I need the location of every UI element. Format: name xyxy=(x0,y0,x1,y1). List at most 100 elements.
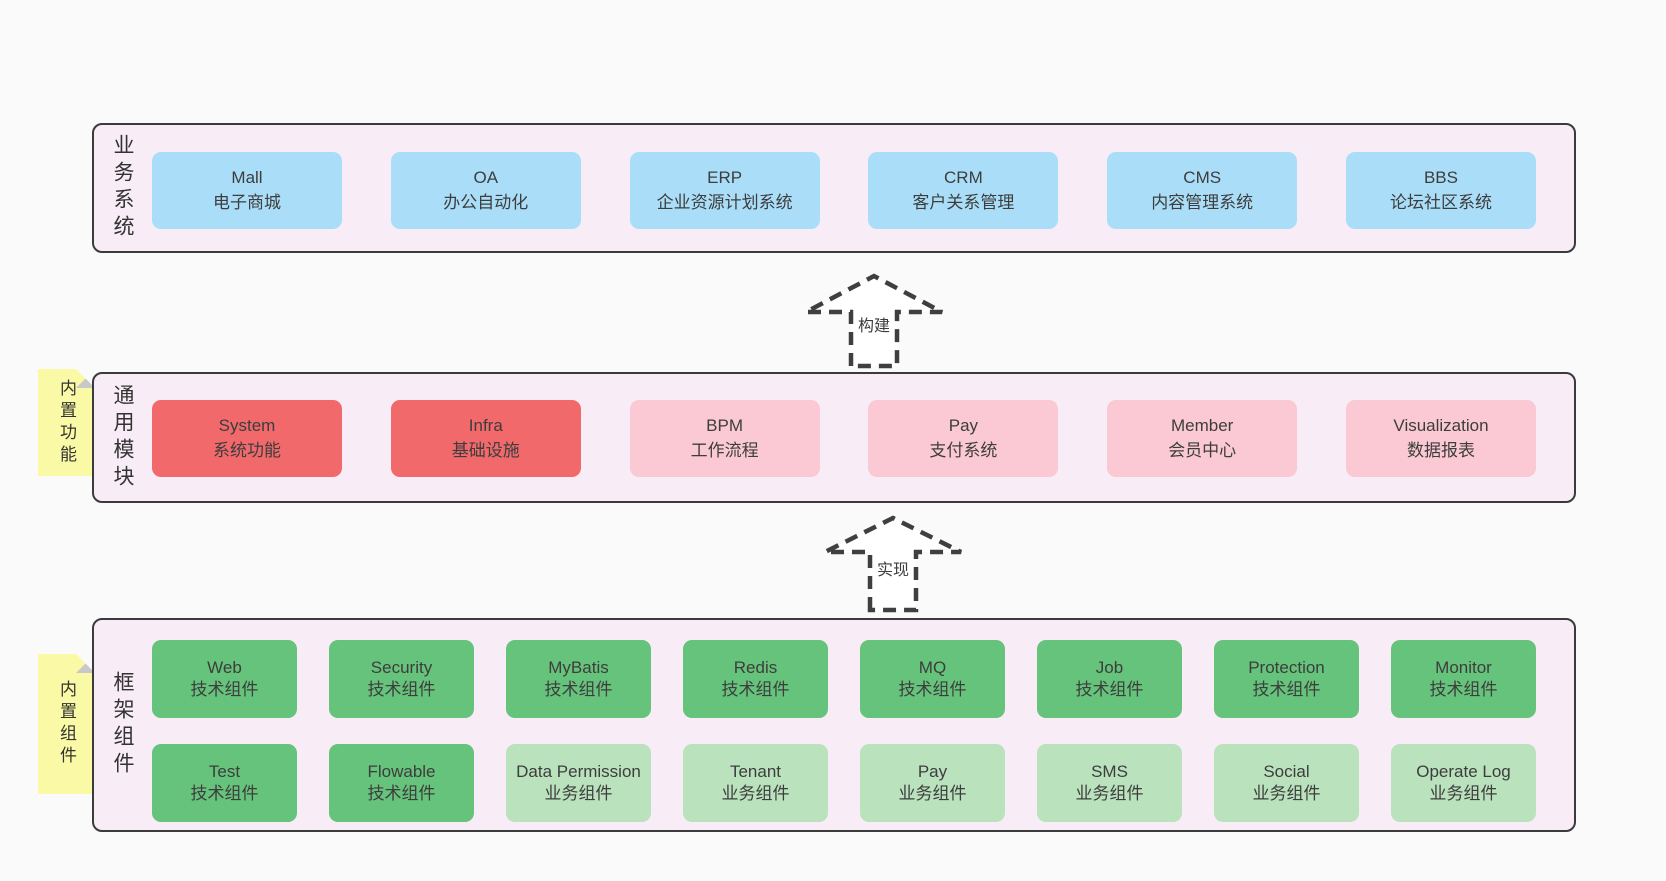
box-title: Member xyxy=(1171,415,1234,435)
box-infra: Infra 基础设施 xyxy=(390,400,581,477)
box-subtitle: 业务组件 xyxy=(544,784,613,803)
build-arrow-icon xyxy=(804,273,944,369)
box-mybatis: MyBatis 技术组件 xyxy=(506,640,651,718)
box-title: Flowable xyxy=(367,761,436,781)
box-title: BBS xyxy=(1423,167,1458,187)
box-title: Redis xyxy=(733,657,778,677)
layer-label: 框架组件 xyxy=(111,671,134,779)
box-subtitle: 会员中心 xyxy=(1168,440,1237,460)
box-title: CMS xyxy=(1183,167,1222,187)
box-title: Monitor xyxy=(1435,657,1492,677)
box-subtitle: 系统功能 xyxy=(213,440,281,460)
box-crm: CRM 客户关系管理 xyxy=(868,152,1059,229)
business-box-row: Mall 电子商城 OA 办公自动化 ERP 企业资源计划系统 CRM 客户关系… xyxy=(152,152,1536,229)
box-subtitle: 技术组件 xyxy=(898,680,967,699)
box-subtitle: 工作流程 xyxy=(690,440,759,460)
box-title: Pay xyxy=(948,415,979,435)
box-subtitle: 客户关系管理 xyxy=(912,192,1015,212)
box-subtitle: 业务组件 xyxy=(1075,784,1144,803)
box-mall: Mall 电子商城 xyxy=(152,152,342,229)
components-box-row-1: Web 技术组件 Security 技术组件 MyBatis 技术组件 Redi… xyxy=(152,640,1536,718)
box-title: System xyxy=(218,415,276,435)
box-protection: Protection 技术组件 xyxy=(1214,640,1359,718)
sticky-note-builtin-functions: 内置功能 xyxy=(38,369,95,476)
box-pay-module: Pay 支付系统 xyxy=(868,400,1059,477)
layer-common-modules: 通用模块 System 系统功能 Infra 基础设施 BPM 工作流程 Pay… xyxy=(92,372,1576,503)
box-system: System 系统功能 xyxy=(152,400,342,477)
box-member: Member 会员中心 xyxy=(1107,400,1298,477)
box-title: Mall xyxy=(231,167,263,187)
components-box-row-2: Test 技术组件 Flowable 技术组件 Data Permission … xyxy=(152,744,1536,822)
box-title: SMS xyxy=(1091,761,1128,781)
box-oa: OA 办公自动化 xyxy=(390,152,581,229)
box-subtitle: 支付系统 xyxy=(929,440,998,460)
box-title: Data Permission xyxy=(516,761,641,781)
box-mq: MQ 技术组件 xyxy=(860,640,1005,718)
box-title: Pay xyxy=(917,761,948,781)
box-title: Infra xyxy=(468,415,503,435)
box-data-permission: Data Permission 业务组件 xyxy=(506,744,651,822)
box-subtitle: 基础设施 xyxy=(451,440,520,460)
box-subtitle: 企业资源计划系统 xyxy=(656,192,793,212)
box-operate-log: Operate Log 业务组件 xyxy=(1391,744,1536,822)
implement-arrow-label: 实现 xyxy=(876,562,909,579)
implement-arrow-icon xyxy=(823,515,963,613)
box-title: OA xyxy=(473,167,499,187)
box-subtitle: 技术组件 xyxy=(367,784,436,803)
box-subtitle: 技术组件 xyxy=(544,680,613,699)
layer-label: 业务系统 xyxy=(111,134,134,242)
box-title: Operate Log xyxy=(1416,761,1511,781)
box-title: Test xyxy=(208,761,241,781)
layer-framework-components: 框架组件 Web 技术组件 Security 技术组件 MyBatis 技术组件… xyxy=(92,618,1576,832)
box-title: Job xyxy=(1095,657,1124,677)
box-bpm: BPM 工作流程 xyxy=(629,400,820,477)
box-subtitle: 技术组件 xyxy=(190,784,259,803)
box-subtitle: 论坛社区系统 xyxy=(1389,192,1492,212)
box-subtitle: 技术组件 xyxy=(367,680,436,699)
box-erp: ERP 企业资源计划系统 xyxy=(629,152,820,229)
box-title: Tenant xyxy=(729,761,782,781)
box-title: ERP xyxy=(707,167,743,187)
box-redis: Redis 技术组件 xyxy=(683,640,828,718)
box-subtitle: 电子商城 xyxy=(213,192,281,212)
box-title: Social xyxy=(1263,761,1310,781)
box-visualization: Visualization 数据报表 xyxy=(1345,400,1536,477)
box-subtitle: 内容管理系统 xyxy=(1151,192,1254,212)
box-title: Protection xyxy=(1248,657,1325,677)
box-subtitle: 技术组件 xyxy=(721,680,790,699)
box-subtitle: 业务组件 xyxy=(1252,784,1321,803)
sticky-note-label: 内置功能 xyxy=(57,378,76,467)
box-subtitle: 技术组件 xyxy=(1075,680,1144,699)
box-subtitle: 业务组件 xyxy=(1429,784,1498,803)
sticky-note-builtin-components: 内置组件 xyxy=(38,654,95,794)
box-subtitle: 技术组件 xyxy=(1252,680,1321,699)
box-subtitle: 业务组件 xyxy=(898,784,967,803)
box-tenant: Tenant 业务组件 xyxy=(683,744,828,822)
build-arrow-label: 构建 xyxy=(857,318,890,335)
box-subtitle: 技术组件 xyxy=(1429,680,1498,699)
box-security: Security 技术组件 xyxy=(329,640,474,718)
box-bbs: BBS 论坛社区系统 xyxy=(1345,152,1536,229)
box-title: Web xyxy=(207,657,242,677)
box-title: MyBatis xyxy=(548,657,609,677)
box-social: Social 业务组件 xyxy=(1214,744,1359,822)
box-job: Job 技术组件 xyxy=(1037,640,1182,718)
box-title: Visualization xyxy=(1393,415,1489,435)
box-sms: SMS 业务组件 xyxy=(1037,744,1182,822)
box-test: Test 技术组件 xyxy=(152,744,297,822)
layer-business-systems: 业务系统 Mall 电子商城 OA 办公自动化 ERP 企业资源计划系统 CRM… xyxy=(92,123,1576,253)
layer-label: 通用模块 xyxy=(111,383,134,492)
box-cms: CMS 内容管理系统 xyxy=(1107,152,1298,229)
box-web: Web 技术组件 xyxy=(152,640,297,718)
box-subtitle: 技术组件 xyxy=(190,680,259,699)
box-title: BPM xyxy=(706,415,744,435)
box-title: CRM xyxy=(944,167,983,187)
sticky-note-label: 内置组件 xyxy=(57,680,76,768)
box-subtitle: 数据报表 xyxy=(1406,440,1475,460)
box-subtitle: 办公自动化 xyxy=(443,192,529,212)
box-title: Security xyxy=(370,657,433,677)
box-flowable: Flowable 技术组件 xyxy=(329,744,474,822)
box-subtitle: 业务组件 xyxy=(721,784,790,803)
box-monitor: Monitor 技术组件 xyxy=(1391,640,1536,718)
